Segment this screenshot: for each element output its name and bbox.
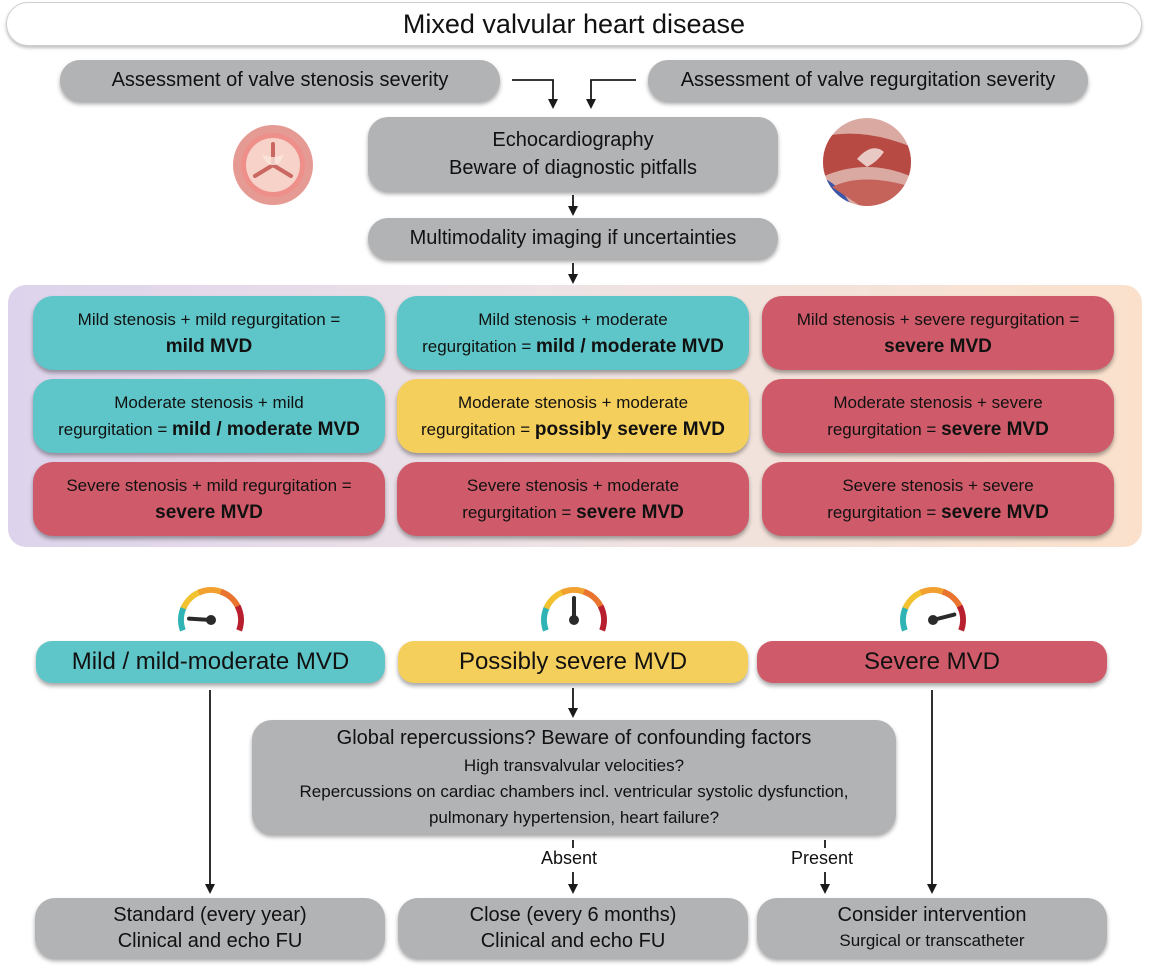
aortic-valve-icon — [233, 125, 313, 205]
gauge-segment — [919, 587, 947, 596]
gauge-segment — [197, 587, 225, 596]
gauge-icon — [541, 587, 607, 632]
gauge-segment — [900, 604, 910, 632]
gauge-segment — [234, 604, 244, 632]
category-possibly-severe: Possibly severe MVD — [398, 641, 748, 683]
matrix-cell-mild-moderate: Mild stenosis + moderate regurgitation =… — [397, 296, 749, 370]
arrow-regurgitation-to-echo — [586, 79, 636, 109]
global-repercussions-box: Global repercussions? Beware of confound… — [252, 720, 896, 834]
branch-label-present: Present — [791, 848, 854, 868]
matrix-cell-moderate-moderate: Moderate stenosis + moderate regurgitati… — [397, 379, 749, 453]
gauge-segment — [956, 604, 966, 632]
matrix-cell-severe-mild: Severe stenosis + mild regurgitation = s… — [33, 462, 385, 536]
gauge-hub — [928, 615, 938, 625]
matrix-cell-moderate-mild: Moderate stenosis + mild regurgitation =… — [33, 379, 385, 453]
gauge-segment — [541, 604, 551, 632]
regurgitation-valve-icon — [823, 118, 911, 206]
diagram-title: Mixed valvular heart disease — [6, 2, 1142, 46]
gauge-hub — [569, 615, 579, 625]
echocardiography-box: Echocardiography Beware of diagnostic pi… — [368, 117, 778, 191]
gauge-segment — [543, 588, 566, 610]
category-mild-moderate: Mild / mild-moderate MVD — [36, 641, 385, 683]
gauge-segment — [178, 604, 188, 632]
multimodality-imaging-box: Multimodality imaging if uncertainties — [368, 218, 778, 259]
gauge-icon — [900, 587, 966, 632]
branch-label-absent: Absent — [541, 848, 598, 868]
outcome-close-followup: Close (every 6 months) Clinical and echo… — [398, 898, 748, 958]
category-severe: Severe MVD — [757, 641, 1107, 683]
arrow-stenosis-to-echo — [512, 79, 558, 109]
gauge-segment — [941, 588, 964, 610]
outcome-standard-followup: Standard (every year) Clinical and echo … — [35, 898, 385, 958]
matrix-cell-mild-severe: Mild stenosis + severe regurgitation = s… — [762, 296, 1114, 370]
matrix-cell-severe-moderate: Severe stenosis + moderate regurgitation… — [397, 462, 749, 536]
gauge-segment — [902, 588, 925, 610]
outcome-consider-intervention: Consider intervention Surgical or transc… — [757, 898, 1107, 958]
matrix-cell-severe-severe: Severe stenosis + severe regurgitation =… — [762, 462, 1114, 536]
stenosis-assessment-box: Assessment of valve stenosis severity — [60, 60, 500, 101]
matrix-cell-mild-mild: Mild stenosis + mild regurgitation = mil… — [33, 296, 385, 370]
matrix-cell-moderate-severe: Moderate stenosis + severe regurgitation… — [762, 379, 1114, 453]
gauge-segment — [582, 588, 605, 610]
gauge-icon — [178, 587, 244, 632]
gauge-segment — [219, 588, 242, 610]
gauge-hub — [206, 615, 216, 625]
gauge-segment — [180, 588, 203, 610]
gauge-segment — [560, 587, 588, 596]
regurgitation-assessment-box: Assessment of valve regurgitation severi… — [648, 60, 1088, 101]
gauge-segment — [597, 604, 607, 632]
